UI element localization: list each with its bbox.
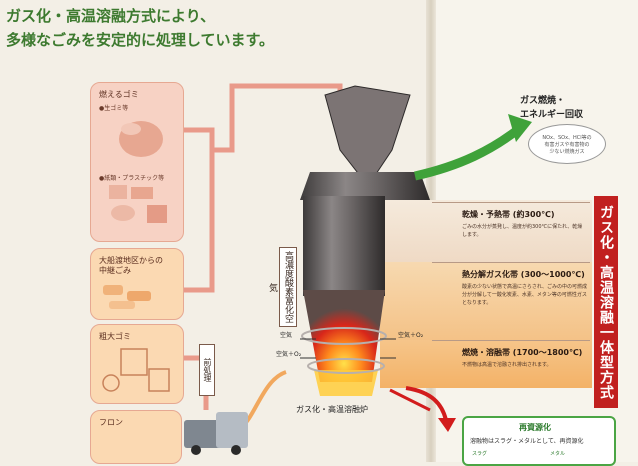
metal-tag: メタル — [550, 451, 566, 457]
zone-pyrolysis-desc: 酸素の少ない状態で高温にさらされ、ごみの中の可燃成分が分解して一酸化炭素、水素、… — [462, 284, 587, 306]
input-transfer-label-2: 中継ごみ — [99, 266, 131, 275]
truck-icon — [184, 412, 248, 455]
air-arrows — [300, 338, 396, 359]
melting-zone-band — [380, 340, 592, 388]
zone-drying-temp: (約300℃) — [512, 210, 555, 219]
zone-pyrolysis-temp: (300～1000℃) — [520, 270, 585, 279]
clean-gas-bubble: NOx、SOx、HCl等の 有害ガスや有害物の 少ない燃焼ガス — [528, 124, 606, 164]
input-combustible-box: 燃えるゴミ ●生ゴミ等 ●紙類・プラスチック等 — [90, 82, 184, 242]
headline-line-2: 多様なごみを安定的に処理しています。 — [6, 31, 275, 49]
zone-melting-name: 燃焼・溶融帯 — [462, 348, 510, 357]
bubble-line-2: 有害ガスや有害物の — [544, 142, 590, 148]
input-transfer-box: 大船渡地区からの 中継ごみ — [90, 248, 184, 320]
hopper-icon — [324, 85, 411, 187]
zone-melting-desc: 不燃物は高温で溶融され排出されます。 — [462, 362, 552, 368]
furniture-illustration — [102, 348, 170, 392]
bubble-line-3: 少ない燃焼ガス — [549, 149, 585, 155]
furnace-upper-shaft — [303, 196, 385, 296]
energy-recovery-title: ガス燃焼・ エネルギー回収 — [520, 94, 583, 122]
slag-tag: スラグ — [472, 451, 488, 457]
input-combustible-sub1: ●生ゴミ等 — [99, 105, 129, 112]
air-ring-lower — [307, 358, 385, 374]
pyrolysis-zone-band — [380, 262, 592, 340]
recycle-box: 再資源化 溶融物はスラグ・メタルとして、再資源化 スラグ メタル — [462, 416, 616, 466]
energy-arrow — [414, 124, 523, 181]
input-combustible-sub2: ●紙類・プラスチック等 — [99, 175, 165, 182]
zone-melting: 燃焼・溶融帯 (1700～1800℃) 不燃物は高温で溶融され排出されます。 — [432, 340, 590, 389]
air-label-3: 空気＋O₂ — [398, 332, 424, 339]
air-label-1: 空気 — [280, 332, 293, 339]
air-label-2: 空気＋O₂ — [276, 351, 302, 358]
input-bulky-box: 粗大ゴミ — [90, 324, 184, 404]
furnace-shoulder — [300, 172, 430, 200]
zone-drying-title: 乾燥・予熱帯 (約300℃) — [462, 209, 555, 220]
zone-melting-title: 燃焼・溶融帯 (1700～1800℃) — [462, 347, 582, 358]
input-transfer-label-1: 大船渡地区からの — [99, 256, 163, 265]
input-bulky-label: 粗大ゴミ — [99, 332, 131, 341]
input-combustible-label: 燃えるゴミ — [99, 90, 139, 99]
zone-drying-desc: ごみの水分が蒸発し、温度が約300℃に保たれ、乾燥します。 — [462, 224, 583, 238]
zone-pyrolysis: 熱分解ガス化帯 (300～1000℃) 酸素の少ない状態で高温にさらされ、ごみの… — [432, 262, 590, 341]
pretreatment-box: 前処理 — [199, 344, 215, 396]
energy-title-line-1: ガス燃焼・ — [520, 96, 566, 106]
slag-outflow — [389, 388, 431, 412]
recycle-arrowhead — [438, 418, 456, 432]
energy-title-line-2: エネルギー回収 — [520, 110, 584, 120]
energy-arrowhead — [508, 114, 532, 142]
headline-line-1: ガス化・高温溶融方式により、 — [6, 7, 216, 25]
air-ring-upper — [301, 327, 387, 345]
zone-melting-temp: (1700～1800℃) — [512, 348, 583, 357]
melt-pool — [314, 370, 378, 396]
input-freon-box: フロン — [90, 410, 182, 464]
recycle-title: 再資源化 — [519, 423, 551, 432]
integrated-method-band: ガス化・高温溶融一体型方式 — [594, 196, 618, 408]
garbage-illustration — [109, 121, 167, 223]
recycle-desc: 溶融物はスラグ・メタルとして、再資源化 — [470, 438, 584, 445]
bubble-line-1: NOx、SOx、HCl等の — [542, 135, 592, 141]
pipe-to-hopper — [212, 83, 343, 153]
furnace — [300, 85, 431, 412]
recycle-arrow — [405, 386, 448, 421]
pipe-upper-return — [183, 127, 215, 293]
zone-drying: 乾燥・予熱帯 (約300℃) ごみの水分が蒸発し、温度が約300℃に保たれ、乾燥… — [432, 202, 590, 263]
zone-drying-name: 乾燥・予熱帯 — [462, 210, 510, 219]
zone-pyrolysis-name: 熱分解ガス化帯 — [462, 270, 518, 279]
drying-zone-band — [380, 200, 592, 262]
furnace-fire-zone — [303, 290, 385, 382]
zone-pyrolysis-title: 熱分解ガス化帯 (300～1000℃) — [462, 269, 585, 280]
oxygen-enriched-air-box: 高濃度酸素富化空気 — [267, 247, 297, 327]
input-freon-label: フロン — [99, 418, 123, 427]
furnace-caption: ガス化・高温溶融炉 — [296, 405, 368, 414]
bags-illustration — [103, 285, 151, 309]
headline: ガス化・高温溶融方式により、 多様なごみを安定的に処理しています。 — [6, 4, 274, 52]
